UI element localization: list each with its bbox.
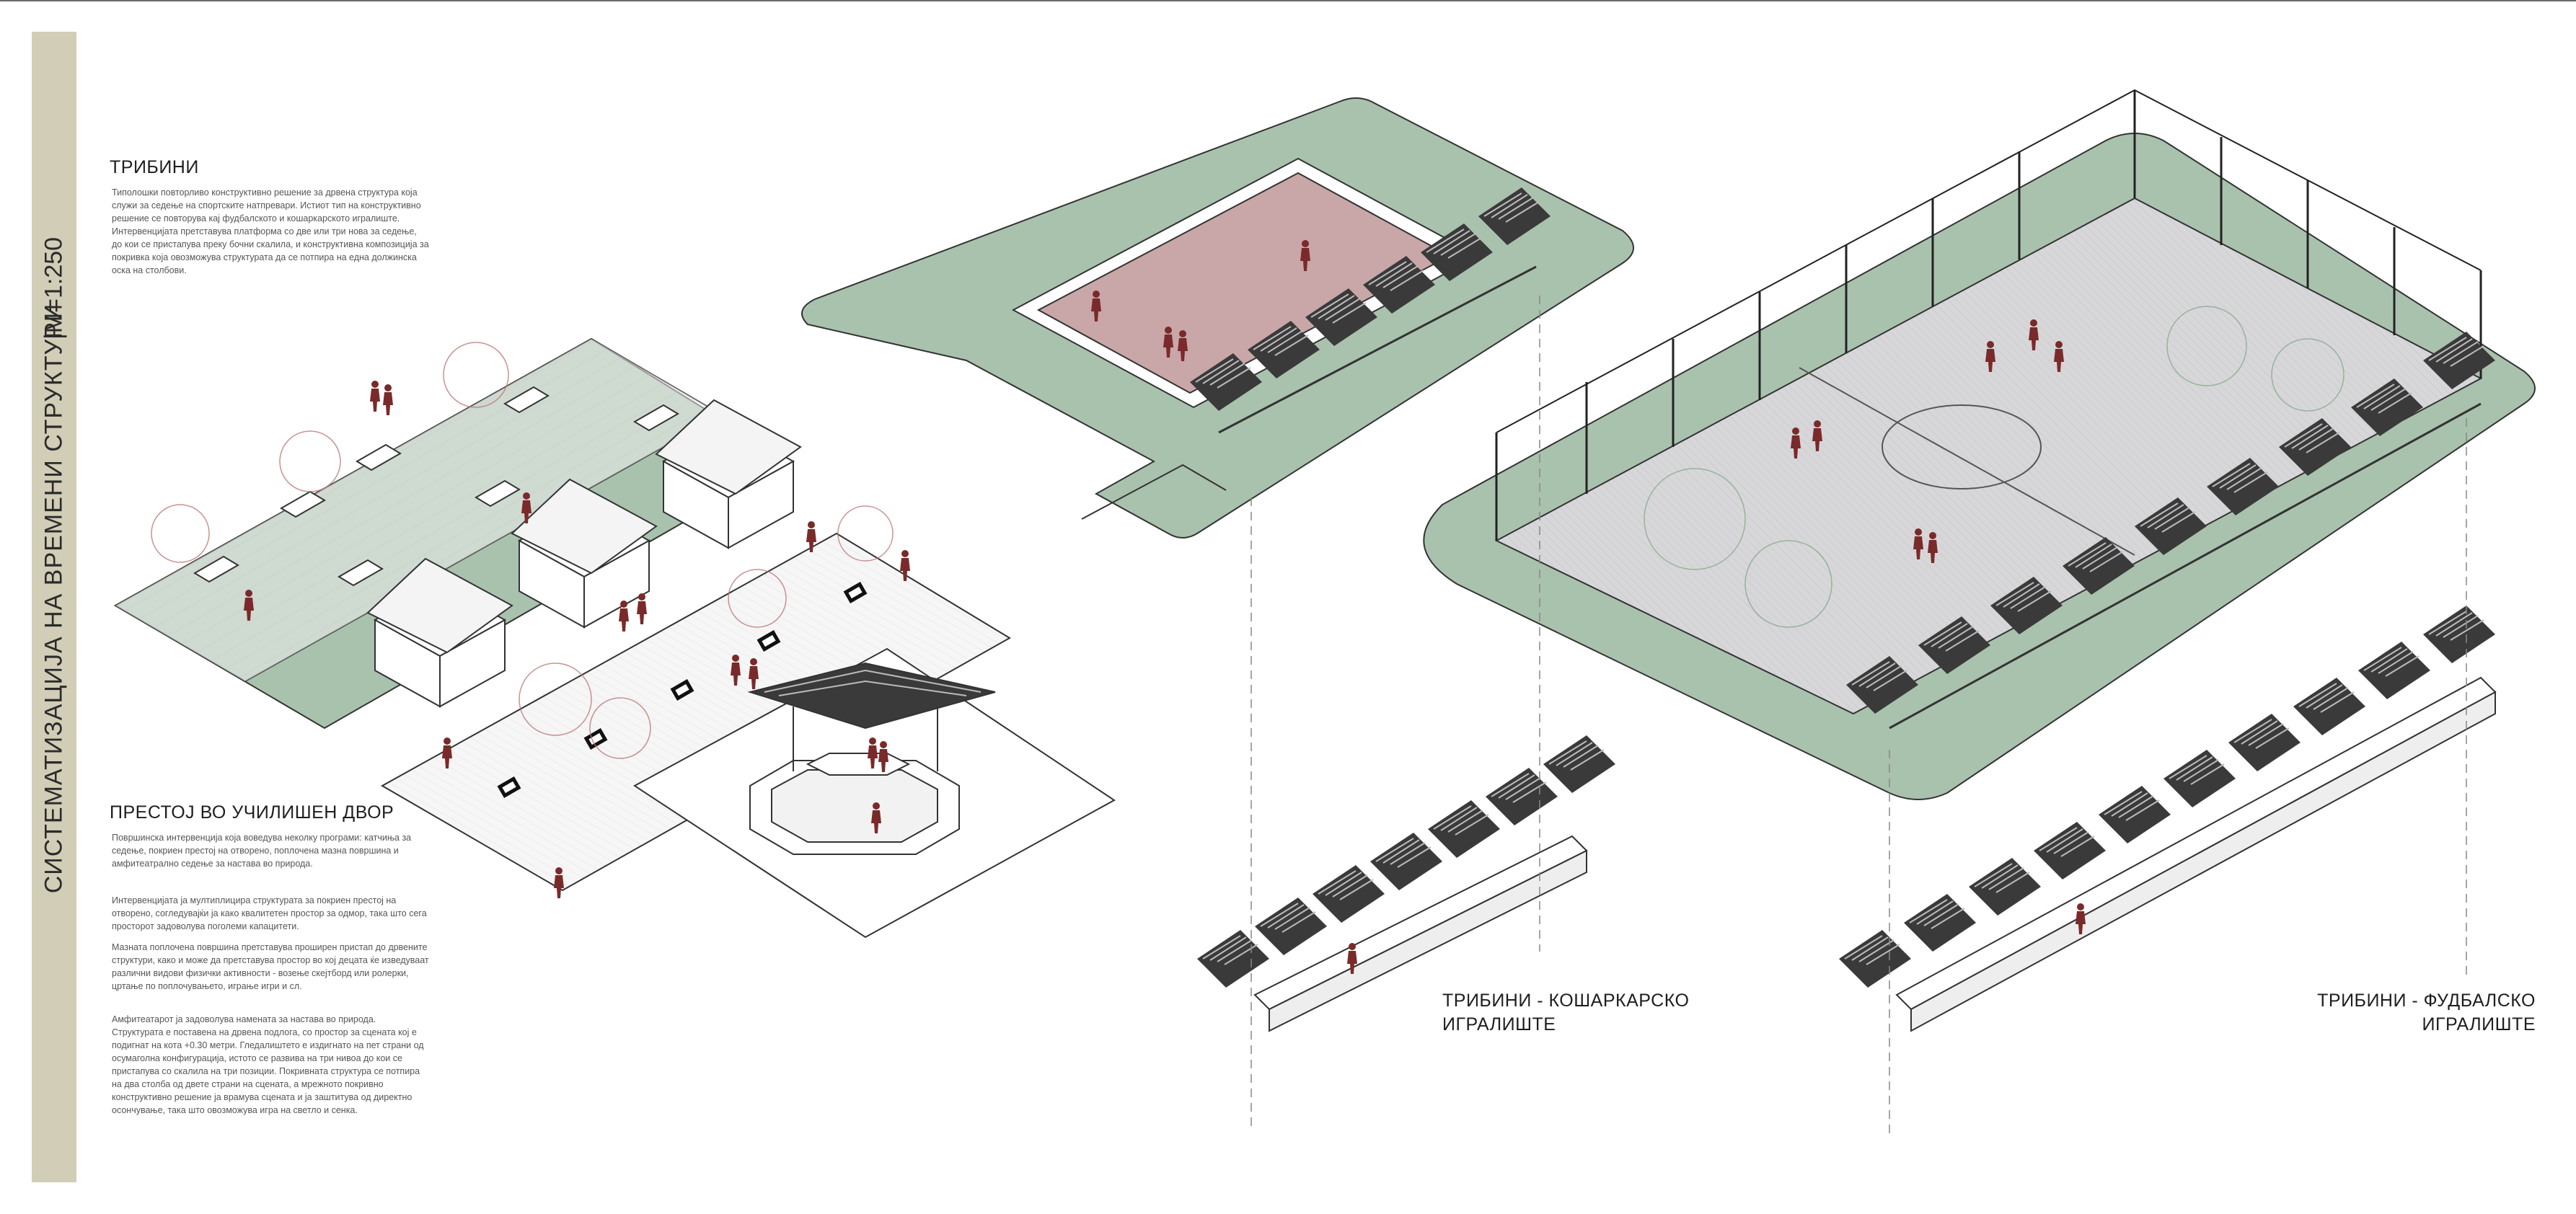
caption-basketball-line-2: ИГРАЛИШТЕ — [1442, 1014, 1556, 1034]
caption-basketball: ТРИБИНИ - КОШАРКАРСКО ИГРАЛИШТЕ — [1442, 989, 1689, 1037]
prestoj-paragraph-2: Интервенцијата ја мултиплицира структура… — [112, 895, 427, 931]
paved-path — [380, 532, 1011, 892]
projection-lines — [1250, 296, 2467, 1139]
football-stand-detail — [1838, 605, 2497, 1032]
side-title-band — [32, 32, 76, 1182]
basketball-stand-detail — [1196, 735, 1616, 1032]
top-frame-line — [0, 0, 2576, 1]
basketball-court-drawing — [801, 97, 1634, 539]
football-field-drawing — [1423, 89, 2536, 800]
caption-basketball-line-1: ТРИБИНИ - КОШАРКАРСКО — [1442, 991, 1690, 1011]
tribini-heading: ТРИБИНИ — [110, 157, 199, 177]
prestoj-paragraph-4: Амфитеатарот ја задоволува намената за н… — [112, 1014, 424, 1115]
caption-football-line-2: ИГРАЛИШТЕ — [2422, 1014, 2536, 1034]
caption-football-line-1: ТРИБИНИ - ФУДБАЛСКО — [2317, 991, 2536, 1011]
caption-football: ТРИБИНИ - ФУДБАЛСКО ИГРАЛИШТЕ — [2236, 989, 2536, 1037]
prestoj-heading: ПРЕСТОЈ ВО УЧИЛИШЕН ДВОР — [110, 802, 394, 823]
schoolyard-drawing — [113, 337, 1116, 939]
prestoj-paragraph-1: Површинска интервенција која воведува не… — [112, 833, 412, 869]
prestoj-paragraph-3: Мазната поплочена површина претставува п… — [112, 942, 429, 991]
tribini-text: Типолошки повторливо конструктивно решен… — [112, 187, 429, 275]
